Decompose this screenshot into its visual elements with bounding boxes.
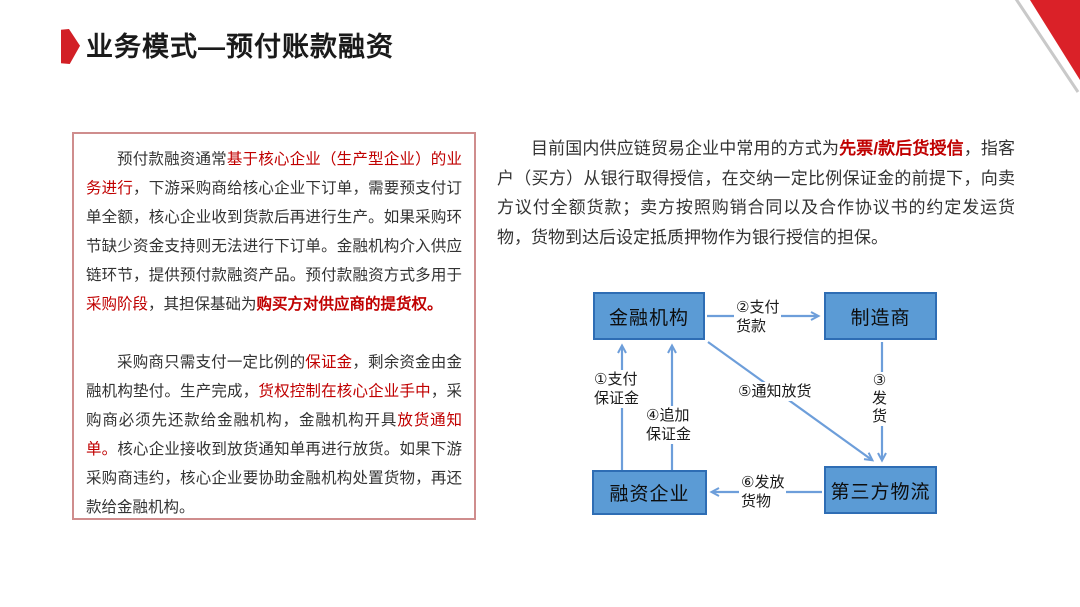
edge-label-notify-release: ⑤通知放货	[736, 382, 814, 401]
edge-label-pay-goods: ②支付 货款	[734, 298, 782, 336]
node-manufacturer: 制造商	[824, 292, 937, 340]
right-text-panel: 目前国内供应链贸易企业中常用的方式为先票/款后货授信，指客户（买方）从银行取得授…	[497, 134, 1015, 252]
corner-red-triangle	[1030, 0, 1080, 80]
left-paragraph-1: 预付款融资通常基于核心企业（生产型企业）的业务进行，下游采购商给核心企业下订单，…	[86, 151, 462, 313]
edge-label-additional-deposit: ④追加 保证金	[644, 406, 694, 444]
edge-notify-release-line	[707, 341, 875, 462]
left-paragraph-2: 采购商只需支付一定比例的保证金，剩余资金由金融机构垫付。生产完成，货权控制在核心…	[86, 354, 462, 516]
edge-label-ship-goods: ③ 发 货	[870, 372, 890, 426]
right-paragraph: 目前国内供应链贸易企业中常用的方式为先票/款后货授信，指客户（买方）从银行取得授…	[497, 139, 1015, 247]
node-financing-enterprise: 融资企业	[592, 470, 707, 515]
node-third-party-logistics: 第三方物流	[824, 466, 937, 514]
corner-decoration	[1014, 0, 1080, 93]
edge-label-deliver-goods: ⑥发放 货物	[739, 473, 787, 511]
node-financial-institution: 金融机构	[593, 292, 705, 340]
left-text-panel: 预付款融资通常基于核心企业（生产型企业）的业务进行，下游采购商给核心企业下订单，…	[72, 132, 476, 520]
edge-label-pay-deposit: ①支付 保证金	[592, 370, 642, 408]
corner-gray-stripe	[1014, 0, 1080, 93]
page-title: 业务模式—预付账款融资	[86, 32, 394, 62]
